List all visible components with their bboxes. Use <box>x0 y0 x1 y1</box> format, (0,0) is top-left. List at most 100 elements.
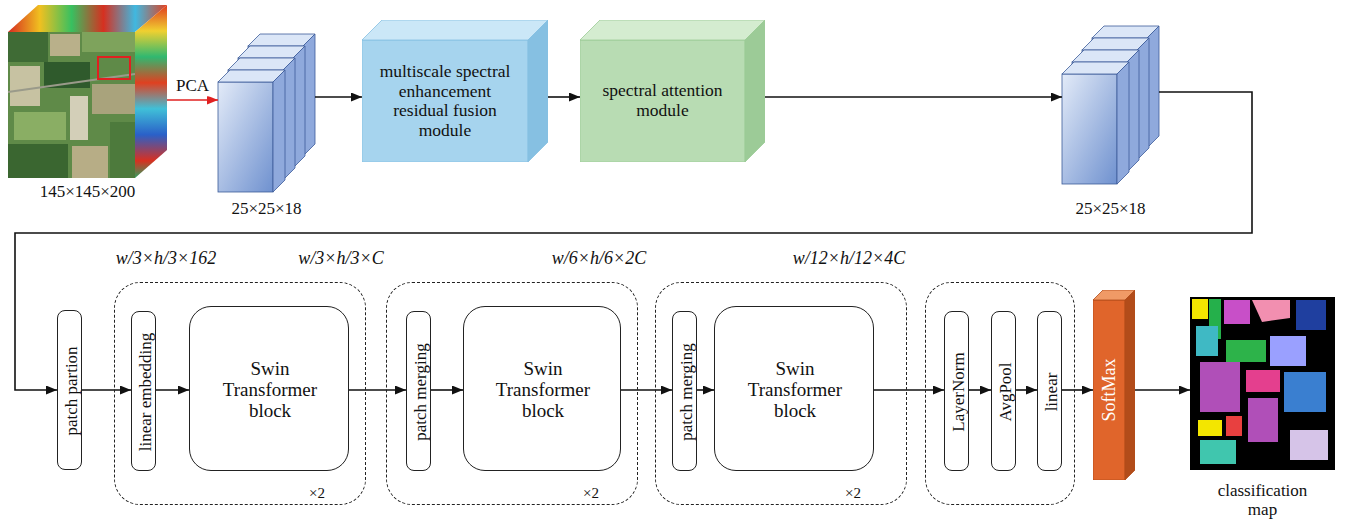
caption-label: 145×145×200 <box>18 182 158 201</box>
process-box: AvgPool <box>991 311 1016 471</box>
stage-group: w/6×h/6×2C×2patch mergingSwin Transforme… <box>386 282 638 505</box>
connector-arrow <box>969 389 991 391</box>
map-region <box>1296 300 1326 330</box>
connector-arrow <box>548 96 580 98</box>
map-region <box>1196 326 1218 356</box>
process-box: linear <box>1037 311 1062 471</box>
transformer-block: Swin Transformer block <box>463 306 621 471</box>
map-region <box>1224 300 1250 324</box>
box-side <box>528 20 548 162</box>
repeat-count: ×2 <box>845 485 861 502</box>
connector-arrow <box>431 389 463 391</box>
connector-arrow <box>167 99 218 101</box>
patch-marker <box>98 57 130 79</box>
process-box: linear embedding <box>131 311 156 471</box>
box-label: spectral attention module <box>592 81 734 120</box>
map-region <box>1226 340 1266 362</box>
box-front <box>580 40 745 162</box>
connector-arrow <box>874 389 944 391</box>
box-label: Swin Transformer block <box>483 358 603 422</box>
box-label: patch merging <box>677 343 694 440</box>
connector-arrow <box>1016 389 1037 391</box>
map-region <box>1246 370 1280 392</box>
cube-side <box>135 5 167 178</box>
dimension-label: w/6×h/6×2C <box>552 248 646 268</box>
field-patch <box>50 34 80 56</box>
hyperspectral-cube: 145×145×200 <box>8 5 167 201</box>
box-top <box>580 20 765 40</box>
box-label: Swin Transformer block <box>735 358 855 422</box>
box-label: multiscale spectral enhancement residual… <box>374 62 516 140</box>
connector-arrow <box>156 389 189 391</box>
process-box: patch merging <box>672 311 697 471</box>
feature-stack: 25×25×18 <box>1062 20 1159 218</box>
box-label: LayerNorm <box>949 352 966 431</box>
caption-label: 25×25×18 <box>212 199 322 218</box>
cube-front <box>8 32 135 178</box>
connector-arrow <box>697 389 714 391</box>
field-patch <box>14 112 66 140</box>
box-label: linear <box>1042 373 1059 412</box>
map-region <box>1226 416 1242 436</box>
field-patch <box>70 96 88 140</box>
transformer-block: Swin Transformer block <box>189 306 349 471</box>
feature-slab <box>218 70 285 192</box>
box-top <box>362 20 548 40</box>
field-patch <box>8 144 68 178</box>
connector-arrow <box>621 389 672 391</box>
road-line <box>8 74 135 92</box>
map-region <box>1252 300 1290 322</box>
edge-label: PCA <box>174 77 211 96</box>
box-front <box>1093 300 1125 480</box>
box-label: patch partion <box>62 346 79 435</box>
feature-stack: 25×25×18 <box>218 28 315 218</box>
connector-arrow <box>1062 389 1093 391</box>
module-box: spectral attention module <box>580 20 765 162</box>
process-box: LayerNorm <box>944 311 969 471</box>
repeat-count: ×2 <box>583 485 599 502</box>
caption-label: 25×25×18 <box>1056 199 1166 218</box>
map-ground <box>1190 297 1335 470</box>
transformer-block: Swin Transformer block <box>714 306 874 471</box>
field-patch <box>110 122 135 178</box>
connector-arrow <box>765 96 1062 98</box>
map-region <box>1200 440 1236 464</box>
field-patch <box>8 32 48 62</box>
box-side <box>745 20 765 162</box>
field-patch <box>92 84 135 114</box>
connector-arrow <box>315 96 362 98</box>
connector-arrow <box>349 389 406 391</box>
dimension-label: w/3×h/3×C <box>298 248 383 268</box>
box-label: patch merging <box>411 343 428 440</box>
caption-label: classification map <box>1208 481 1318 519</box>
map-region <box>1270 336 1306 366</box>
box-label: linear embedding <box>136 333 153 452</box>
classification-map: classification map <box>1190 297 1335 519</box>
connector-arrow <box>1135 389 1190 391</box>
field-patch <box>82 32 135 52</box>
map-region <box>1192 299 1208 319</box>
map-region <box>1290 430 1328 460</box>
field-patch <box>10 66 40 106</box>
process-box: patch merging <box>406 311 431 471</box>
process-box: patch partion <box>57 310 82 470</box>
map-region <box>1248 398 1278 442</box>
box-label: SoftMax <box>1100 359 1118 422</box>
map-region <box>1198 420 1222 436</box>
feature-slab <box>1062 62 1129 184</box>
box-label: AvgPool <box>996 362 1013 421</box>
stage-group: LayerNorm AvgPool linear <box>925 282 1075 505</box>
repeat-count: ×2 <box>309 485 325 502</box>
dimension-label: w/3×h/3×162 <box>116 248 216 268</box>
dimension-label: w/12×h/12×4C <box>793 248 905 268</box>
field-patch <box>72 146 108 178</box>
softmax-bar: SoftMax <box>1093 290 1135 480</box>
map-region <box>1284 372 1326 412</box>
map-region <box>1200 362 1240 412</box>
connector-arrow <box>82 389 131 391</box>
module-box: multiscale spectral enhancement residual… <box>362 20 548 162</box>
box-side <box>1125 290 1135 480</box>
stage-group: w/12×h/12×4C×2patch mergingSwin Transfor… <box>655 282 907 505</box>
box-label: Swin Transformer block <box>210 358 330 422</box>
